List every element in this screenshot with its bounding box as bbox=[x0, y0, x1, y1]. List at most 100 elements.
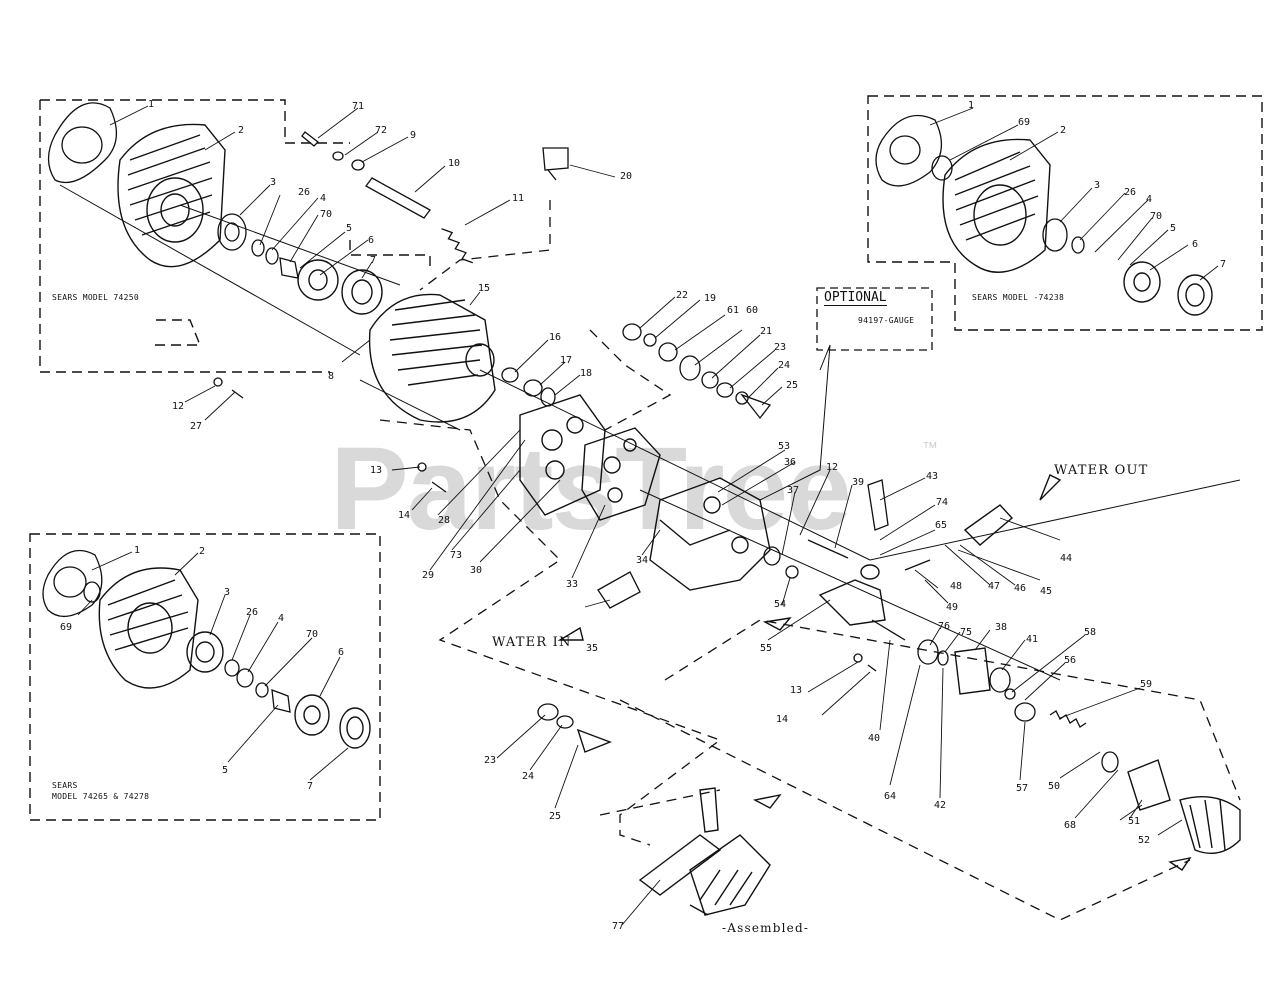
part-ring-l26 bbox=[224, 659, 240, 677]
part-ring-54 bbox=[763, 546, 781, 566]
part-spring-59 bbox=[1049, 710, 1087, 728]
caption-model-74250: SEARS MODEL 74250 bbox=[52, 293, 139, 302]
model-box-74238 bbox=[867, 95, 1263, 331]
watermark-trademark: ™ bbox=[922, 440, 938, 457]
part-bearing-6 bbox=[297, 259, 339, 301]
callout-r3: 3 bbox=[1094, 180, 1101, 191]
assembled-label: -Assembled- bbox=[722, 921, 810, 935]
part-seal-3 bbox=[217, 213, 247, 251]
part-stem-64 bbox=[917, 639, 939, 665]
part-unloader-55 bbox=[818, 564, 886, 626]
part-seal-16 bbox=[501, 367, 519, 383]
part-pump-head-34 bbox=[649, 477, 771, 591]
callout-42: 42 bbox=[934, 800, 947, 811]
callout-18: 18 bbox=[580, 368, 593, 379]
callout-24b: 24 bbox=[522, 771, 535, 782]
callout-l69: 69 bbox=[60, 622, 73, 633]
part-fitting-43 bbox=[867, 479, 889, 531]
part-pin-71 bbox=[301, 131, 319, 147]
callout-l3: 3 bbox=[224, 587, 231, 598]
callout-l1: 1 bbox=[134, 545, 141, 556]
callout-60: 60 bbox=[746, 305, 759, 316]
part-seal-r3 bbox=[1042, 218, 1068, 252]
part-inlet-35 bbox=[597, 571, 641, 609]
part-bolt-39 bbox=[807, 539, 849, 559]
callout-64: 64 bbox=[884, 791, 897, 802]
part-outlet-44 bbox=[963, 504, 1014, 546]
part-fastener-13-14 bbox=[417, 462, 447, 493]
part-ring-l4 bbox=[236, 668, 254, 688]
callout-39: 39 bbox=[852, 477, 865, 488]
part-ring-23 bbox=[716, 382, 734, 398]
callout-74: 74 bbox=[936, 497, 949, 508]
part-ring-60 bbox=[679, 355, 701, 381]
model-box-74265 bbox=[29, 533, 381, 821]
callout-45: 45 bbox=[1040, 586, 1053, 597]
callout-49: 49 bbox=[946, 602, 959, 613]
part-housing-15 bbox=[368, 293, 496, 423]
part-ring-23b bbox=[537, 703, 559, 721]
callout-22: 22 bbox=[676, 290, 689, 301]
callout-l5: 5 bbox=[222, 765, 229, 776]
callout-58: 58 bbox=[1084, 627, 1097, 638]
part-washer-9 bbox=[351, 159, 365, 171]
caption-model-74265-line2: MODEL 74265 & 74278 bbox=[52, 792, 150, 801]
callout-21: 21 bbox=[760, 326, 773, 337]
callout-48: 48 bbox=[950, 581, 963, 592]
part-ring-61 bbox=[658, 342, 678, 362]
flow-paths bbox=[379, 200, 1241, 921]
callout-75: 75 bbox=[960, 627, 973, 638]
part-ring-26 bbox=[251, 239, 265, 257]
callout-12b: 12 bbox=[826, 462, 839, 473]
part-knob-52 bbox=[1179, 795, 1241, 854]
callout-l70: 70 bbox=[306, 629, 319, 640]
part-ring-l70 bbox=[255, 682, 269, 698]
callout-2: 2 bbox=[238, 125, 245, 136]
callout-20: 20 bbox=[620, 171, 633, 182]
part-ring-76 bbox=[937, 650, 949, 666]
callout-65: 65 bbox=[935, 520, 948, 531]
callout-54: 54 bbox=[774, 599, 787, 610]
callout-59: 59 bbox=[1140, 679, 1153, 690]
callout-35: 35 bbox=[586, 643, 599, 654]
part-bearing-l7 bbox=[339, 707, 371, 749]
callout-23: 23 bbox=[774, 342, 787, 353]
callout-13: 13 bbox=[370, 465, 383, 476]
callout-38: 38 bbox=[995, 622, 1008, 633]
callout-33: 33 bbox=[566, 579, 579, 590]
callout-37: 37 bbox=[787, 485, 800, 496]
callout-24: 24 bbox=[778, 360, 791, 371]
callout-9: 9 bbox=[410, 130, 417, 141]
callout-4: 4 bbox=[320, 193, 327, 204]
callout-29: 29 bbox=[422, 570, 435, 581]
part-ring-24b bbox=[556, 715, 574, 729]
callout-72: 72 bbox=[375, 125, 388, 136]
callout-16: 16 bbox=[549, 332, 562, 343]
callout-76: 76 bbox=[938, 621, 951, 632]
callout-l2: 2 bbox=[199, 546, 206, 557]
part-washer-72 bbox=[332, 151, 344, 161]
callout-r1: 1 bbox=[968, 100, 975, 111]
part-body-38 bbox=[954, 647, 991, 695]
callout-17: 17 bbox=[560, 355, 573, 366]
part-bearing-7 bbox=[341, 269, 383, 315]
callout-73: 73 bbox=[450, 550, 463, 561]
callout-l6: 6 bbox=[338, 647, 345, 658]
callout-71: 71 bbox=[352, 101, 365, 112]
part-ring-50 bbox=[1101, 751, 1119, 773]
part-piston-l5 bbox=[271, 689, 291, 713]
callout-57: 57 bbox=[1016, 783, 1029, 794]
part-ring-17 bbox=[523, 379, 543, 397]
callout-26: 26 bbox=[298, 187, 311, 198]
caption-model-74238: SEARS MODEL -74238 bbox=[972, 293, 1065, 302]
part-seal-l3 bbox=[186, 631, 224, 673]
part-ring-r26 bbox=[1071, 236, 1085, 254]
optional-part: 94197-GAUGE bbox=[858, 316, 915, 325]
part-ring-l69 bbox=[83, 581, 101, 603]
part-rod-40 bbox=[871, 619, 906, 641]
part-housing-r2 bbox=[942, 138, 1051, 273]
part-manifold-30 bbox=[519, 394, 606, 516]
callout-70: 70 bbox=[320, 209, 333, 220]
callout-3: 3 bbox=[270, 177, 277, 188]
